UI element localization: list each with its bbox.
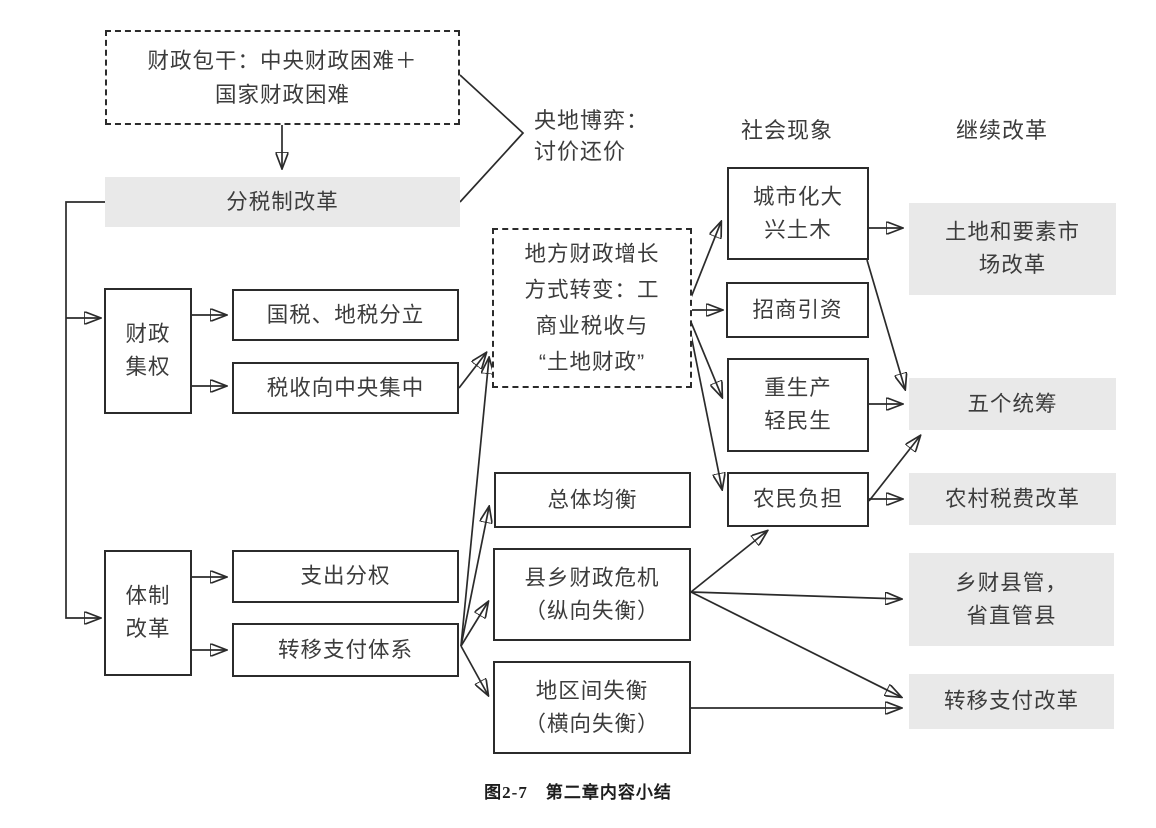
node-system-reform: 体制 改革 (104, 550, 192, 676)
connector-hub-to-growth (460, 358, 489, 647)
column-header-continued-reform: 继续改革 (955, 118, 1048, 143)
node-overall-balance: 总体均衡 (494, 472, 691, 528)
connector-growth-to-farmerburden (685, 309, 722, 489)
node-fiscal-contracting: 财政包干：中央财政困难＋ 国家财政困难 (105, 30, 460, 125)
node-five-coordinations: 五个统筹 (909, 378, 1116, 430)
connector-taxcenter-to-growth (458, 353, 486, 389)
node-tax-to-center: 税收向中央集中 (232, 362, 459, 414)
connector-trunk-to-system-reform (65, 201, 105, 618)
connector-countycrisis-to-township (690, 591, 901, 599)
column-header-social-phenomena: 社会现象 (740, 118, 833, 143)
node-investment-attraction: 招商引资 (726, 282, 869, 338)
node-farmer-burden: 农民负担 (727, 472, 869, 527)
connector-bargaining-converge (459, 74, 525, 203)
connector-hub-to-overallbalance (460, 507, 489, 647)
node-transfer-payment-reform: 转移支付改革 (909, 674, 1114, 729)
node-regional-imbalance: 地区间失衡 （横向失衡） (493, 661, 691, 754)
node-land-factor-market-reform: 土地和要素市 场改革 (909, 203, 1116, 295)
connector-hub-to-regionalimbalance (460, 645, 488, 695)
node-local-fiscal-growth: 地方财政增长 方式转变：工 商业税收与 “土地财政” (492, 228, 692, 388)
node-fiscal-centralization: 财政 集权 (104, 288, 192, 414)
connector-countycrisis-to-farmerburden (690, 531, 767, 593)
figure-caption: 图2-7 第二章内容小结 (484, 783, 672, 802)
label-central-local-bargaining: 央地博弈： 讨价还价 (534, 108, 650, 164)
node-production-over-livelihood: 重生产 轻民生 (727, 358, 869, 452)
connector-growth-to-production (685, 309, 722, 397)
connector-countycrisis-to-transferreform (690, 591, 901, 697)
node-county-fiscal-crisis: 县乡财政危机 （纵向失衡） (493, 548, 691, 641)
node-expenditure-decentralization: 支出分权 (232, 550, 459, 603)
node-national-local-tax-split: 国税、地税分立 (232, 289, 459, 341)
node-tax-sharing-reform: 分税制改革 (105, 177, 460, 227)
node-township-fiscal-management: 乡财县管， 省直管县 (909, 553, 1114, 646)
node-transfer-payment-system: 转移支付体系 (232, 623, 459, 677)
node-rural-tax-fee-reform: 农村税费改革 (909, 473, 1116, 525)
connector-urbanization-to-fivecoord (866, 259, 905, 389)
connector-hub-to-countycrisis (460, 602, 488, 647)
connector-farmerburden-to-fivecoord (868, 436, 920, 502)
node-urbanization-construction: 城市化大 兴土木 (727, 167, 869, 260)
